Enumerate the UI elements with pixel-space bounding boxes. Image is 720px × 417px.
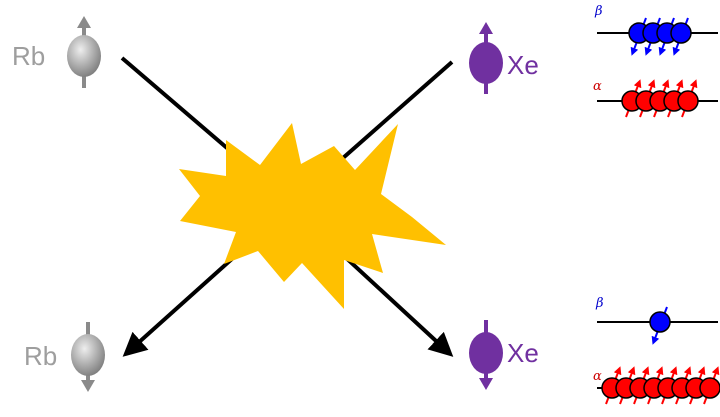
xe-atom-before: [469, 22, 503, 94]
bottom-beta-level: [597, 306, 718, 345]
rb-atom-after: [71, 322, 105, 392]
bottom-alpha-symbol: α: [593, 369, 602, 384]
xe-label-after: Xe: [507, 338, 539, 368]
bottom-alpha-particle: [699, 377, 720, 399]
bottom-beta-symbol: β: [596, 296, 604, 311]
top-beta-particle: [670, 22, 692, 44]
top-alpha-symbol: α: [593, 79, 602, 94]
top-beta-symbol: β: [595, 4, 603, 19]
bottom-beta-particle: [649, 311, 671, 333]
bottom-alpha-level: [597, 366, 720, 405]
rb-label-after: Rb: [24, 341, 58, 371]
xe-atom-after: [469, 320, 503, 390]
rb-atom-before: [67, 16, 101, 88]
top-alpha-particle: [677, 90, 699, 112]
rb-label-before: Rb: [12, 41, 46, 71]
top-beta-level: [597, 17, 718, 56]
xe-label-before: Xe: [507, 50, 539, 80]
top-alpha-level: [597, 79, 718, 118]
collision-burst: [179, 123, 446, 309]
